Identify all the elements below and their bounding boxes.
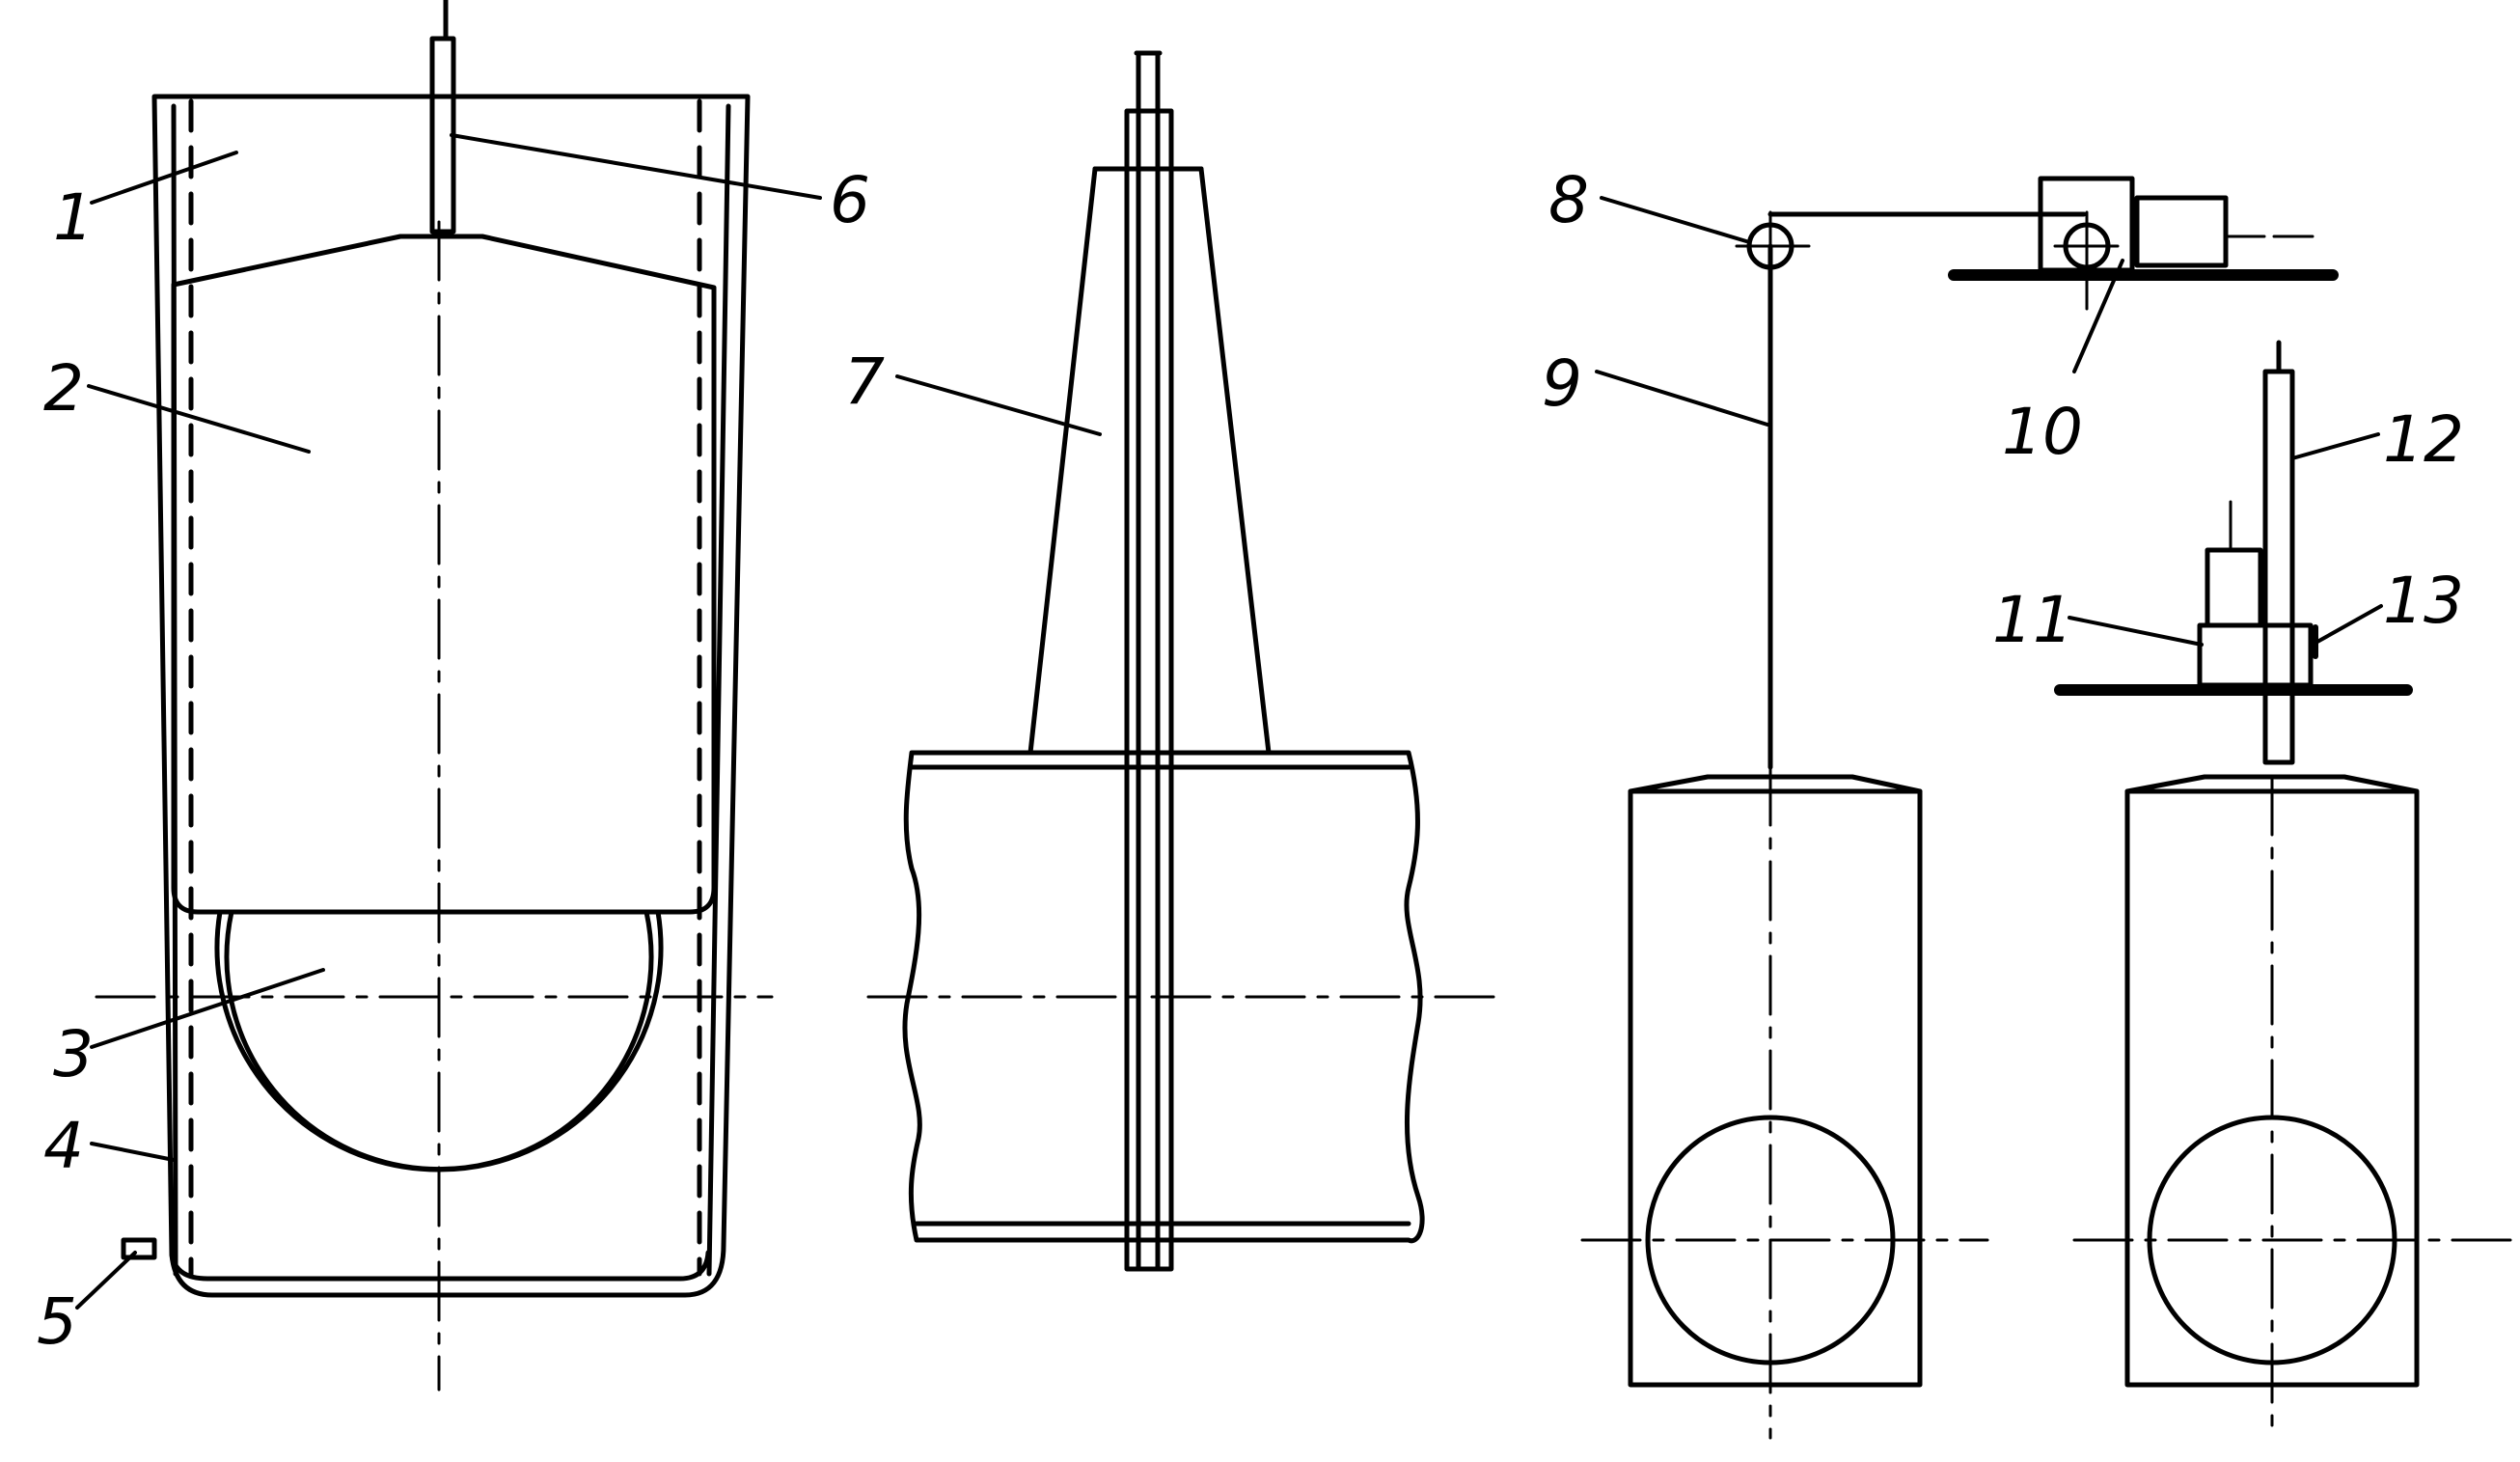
label-11: 11 bbox=[1992, 583, 2073, 657]
leader-3 bbox=[90, 968, 325, 1049]
side-view-gate bbox=[866, 50, 1502, 1272]
leader-1 bbox=[90, 151, 238, 205]
label-6: 6 bbox=[830, 163, 870, 237]
label-5: 5 bbox=[37, 1284, 77, 1359]
leader-9 bbox=[1595, 370, 1769, 427]
leader-6 bbox=[450, 133, 822, 200]
label-12: 12 bbox=[2383, 402, 2464, 477]
label-13: 13 bbox=[2383, 564, 2464, 638]
gate-plate-side bbox=[1124, 108, 1174, 1272]
leader-5 bbox=[75, 1251, 137, 1310]
gear-box bbox=[2205, 547, 2263, 628]
leader-lines bbox=[75, 133, 2383, 1310]
leader-4 bbox=[90, 1142, 176, 1162]
leader-10 bbox=[2072, 259, 2124, 373]
gate-body-pulley bbox=[1628, 774, 1923, 794]
label-10: 10 bbox=[2002, 395, 2083, 469]
leader-7 bbox=[895, 374, 1102, 436]
drain-channel bbox=[169, 1250, 711, 1282]
leader-2 bbox=[87, 384, 311, 454]
pulley-operated-gate bbox=[1580, 176, 2339, 1440]
winch-motor bbox=[2134, 195, 2229, 268]
gate-body-screw bbox=[2124, 774, 2420, 794]
label-7: 7 bbox=[844, 345, 885, 419]
leader-12 bbox=[2290, 432, 2380, 460]
drain-plug bbox=[121, 1237, 157, 1260]
leader-11 bbox=[2068, 616, 2204, 647]
label-4: 4 bbox=[43, 1109, 84, 1183]
front-view-gate bbox=[95, 0, 774, 1392]
gate-plate bbox=[171, 234, 717, 915]
label-9: 9 bbox=[1542, 346, 1582, 421]
pipe-section bbox=[902, 750, 1425, 1244]
leader-13 bbox=[2315, 604, 2383, 644]
screw-operated-gate bbox=[2054, 340, 2515, 1440]
label-2: 2 bbox=[43, 351, 84, 426]
label-8: 8 bbox=[1548, 163, 1589, 237]
screw-spindle bbox=[2262, 369, 2295, 765]
label-3: 3 bbox=[53, 1017, 94, 1091]
part-labels: 1 2 3 4 5 6 7 8 9 10 11 12 13 bbox=[37, 163, 2464, 1359]
gate-frame-pulley bbox=[1628, 788, 1923, 1388]
label-1: 1 bbox=[53, 180, 94, 255]
tapered-housing bbox=[1027, 166, 1272, 756]
guide-right bbox=[706, 103, 731, 1277]
leader-8 bbox=[1600, 196, 1748, 243]
